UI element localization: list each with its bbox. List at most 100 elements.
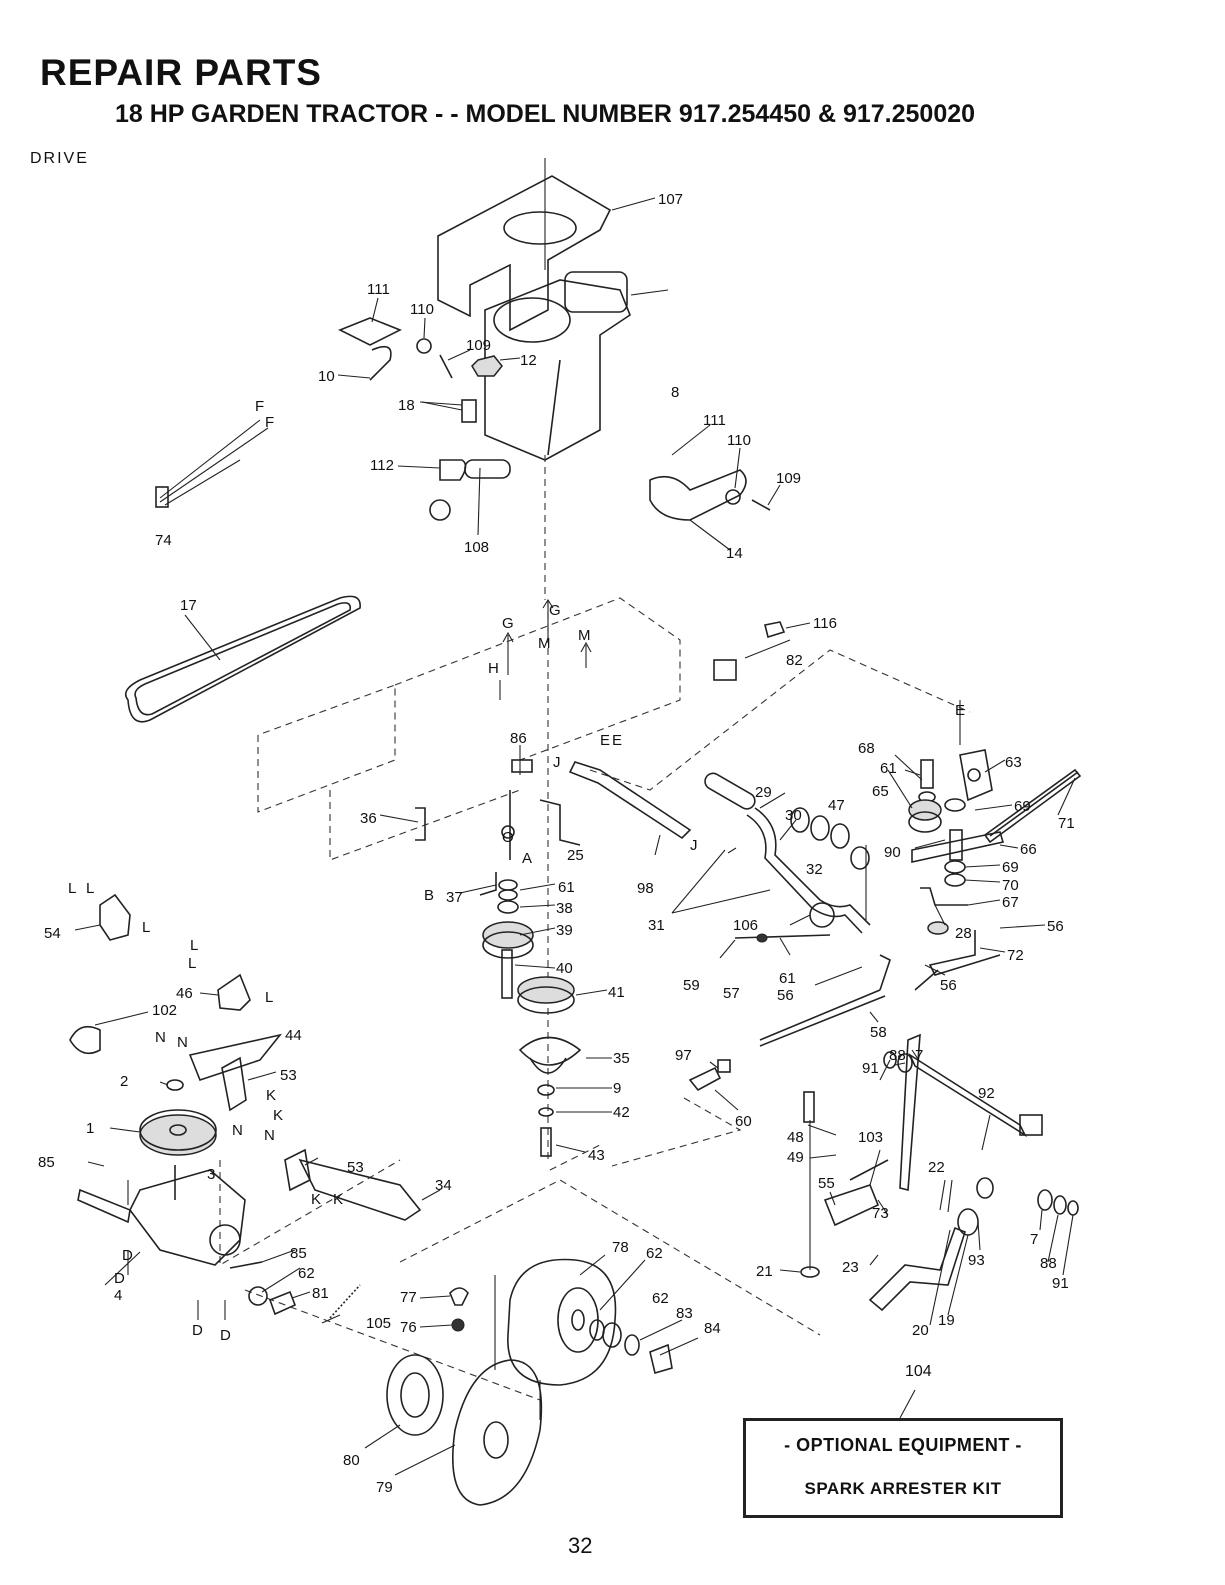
callout-102: 102 xyxy=(152,1002,177,1019)
callout-N4: N xyxy=(264,1127,275,1144)
callout-A: A xyxy=(522,850,532,867)
callout-49: 49 xyxy=(787,1149,804,1166)
callout-31: 31 xyxy=(648,917,665,934)
callout-K1: K xyxy=(266,1087,276,1104)
callout-110b: 110 xyxy=(727,432,751,449)
callout-K3: K xyxy=(311,1191,321,1208)
callout-J1: J xyxy=(553,754,561,771)
callout-66: 66 xyxy=(1020,841,1037,858)
callout-14: 14 xyxy=(726,545,743,562)
callout-L6: L xyxy=(265,989,273,1006)
callout-G1: G xyxy=(502,615,514,632)
callout-35: 35 xyxy=(613,1050,630,1067)
kit-callout-number: 104 xyxy=(905,1363,932,1380)
axle-hardware xyxy=(229,1261,469,1332)
throttle-cable xyxy=(155,419,269,508)
callout-73: 73 xyxy=(872,1205,889,1222)
callout-69a: 69 xyxy=(1014,798,1031,815)
callout-B: B xyxy=(424,887,434,904)
bracket-82 xyxy=(713,621,811,681)
callout-N2: N xyxy=(177,1034,188,1051)
callout-23: 23 xyxy=(842,1259,859,1276)
callout-O: O xyxy=(502,829,514,846)
callout-L1: L xyxy=(68,880,76,897)
callout-63: 63 xyxy=(1005,754,1022,771)
callout-109b: 109 xyxy=(776,470,801,487)
callout-61b: 61 xyxy=(558,879,575,896)
optional-equipment-label: - OPTIONAL EQUIPMENT - xyxy=(784,1435,1022,1455)
callout-L3: L xyxy=(142,919,150,936)
callout-85a: 85 xyxy=(38,1154,55,1171)
callout-92: 92 xyxy=(978,1085,995,1102)
callout-M2: M xyxy=(578,627,591,644)
callout-62a: 62 xyxy=(298,1265,315,1282)
callout-56c: 56 xyxy=(940,977,957,994)
callout-90: 90 xyxy=(884,844,901,861)
callout-N1: N xyxy=(155,1029,166,1046)
callout-labels: 107 111 110 109 12 10 18 8 111 110 109 1… xyxy=(38,191,1075,1496)
callout-8: 8 xyxy=(671,384,679,401)
callout-76: 76 xyxy=(400,1319,417,1336)
callout-10: 10 xyxy=(318,368,335,385)
callout-98: 98 xyxy=(637,880,654,897)
engine xyxy=(484,271,669,600)
callout-1: 1 xyxy=(86,1120,94,1137)
callout-H: H xyxy=(488,660,499,677)
callout-70: 70 xyxy=(1002,877,1019,894)
clutch-stack xyxy=(459,600,612,1160)
callout-7b: 7 xyxy=(1030,1231,1038,1248)
callout-58: 58 xyxy=(870,1024,887,1041)
rear-wheel xyxy=(494,1254,673,1420)
callout-F2: F xyxy=(265,414,274,431)
callout-43: 43 xyxy=(588,1147,605,1164)
callout-F1: F xyxy=(255,398,264,415)
callout-46: 46 xyxy=(176,985,193,1002)
callout-N3: N xyxy=(232,1122,243,1139)
callout-D2: D xyxy=(114,1270,125,1287)
shift-lever xyxy=(704,772,871,934)
callout-3: 3 xyxy=(207,1166,215,1183)
callout-79: 79 xyxy=(376,1479,393,1496)
callout-K2: K xyxy=(273,1107,283,1124)
callout-80: 80 xyxy=(343,1452,360,1469)
callout-91b: 91 xyxy=(1052,1275,1069,1292)
callout-25: 25 xyxy=(567,847,584,864)
callout-K4: K xyxy=(333,1191,343,1208)
section-label: DRIVE xyxy=(30,150,89,167)
callout-J2: J xyxy=(690,837,698,854)
callout-60: 60 xyxy=(735,1113,752,1130)
callout-97: 97 xyxy=(675,1047,692,1064)
right-brake-assembly xyxy=(908,700,1082,976)
callout-88a: 88 xyxy=(889,1047,906,1064)
callout-19: 19 xyxy=(938,1312,955,1329)
page-title: REPAIR PARTS xyxy=(40,52,322,93)
lower-rods xyxy=(688,933,939,1092)
callout-4: 4 xyxy=(114,1287,122,1304)
callout-107: 107 xyxy=(658,191,683,208)
callout-29: 29 xyxy=(755,784,772,801)
callout-55: 55 xyxy=(818,1175,835,1192)
callout-74: 74 xyxy=(155,532,172,549)
callout-69b: 69 xyxy=(1002,859,1019,876)
callout-56b: 56 xyxy=(777,987,794,1004)
callout-17: 17 xyxy=(180,597,197,614)
callout-81: 81 xyxy=(312,1285,329,1302)
callout-83: 83 xyxy=(676,1305,693,1322)
callout-53a: 53 xyxy=(280,1067,297,1084)
callout-18: 18 xyxy=(398,397,415,414)
rod-J xyxy=(568,761,692,856)
callout-28: 28 xyxy=(955,925,972,942)
callout-61c: 61 xyxy=(779,970,796,987)
leader-lines xyxy=(261,297,1076,1419)
front-wheel xyxy=(364,1354,543,1506)
callout-57: 57 xyxy=(723,985,740,1002)
spark-arrester-kit-label: SPARK ARRESTER KIT xyxy=(804,1479,1002,1498)
callout-30: 30 xyxy=(785,807,802,824)
right-lower-linkage xyxy=(800,1033,1079,1312)
callout-32: 32 xyxy=(806,861,823,878)
callout-116: 116 xyxy=(813,615,837,632)
callout-2: 2 xyxy=(120,1073,128,1090)
callout-111: 111 xyxy=(367,281,390,298)
callout-M1: M xyxy=(538,635,551,652)
callout-41: 41 xyxy=(608,984,625,1001)
